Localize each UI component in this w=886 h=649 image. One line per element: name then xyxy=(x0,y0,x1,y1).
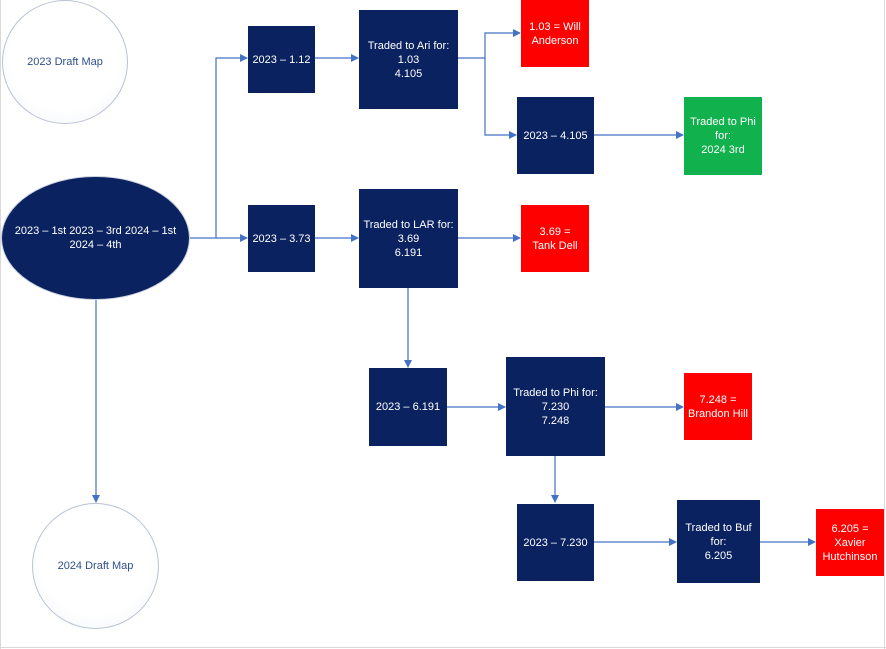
will-anderson-line-2: Anderson xyxy=(531,34,579,47)
trade-phi-picks-line-1: Traded to Phi for: xyxy=(513,386,598,399)
trade-lar-line-3: 6.191 xyxy=(394,246,423,259)
trade-lar-line-2: 3.69 xyxy=(397,232,420,245)
trade-buf-line-3: 6.205 xyxy=(704,549,733,562)
result-box-xavier-hutchinson: 6.205 = Xavier Hutchinson xyxy=(816,509,884,576)
draft-map-2023-label: 2023 Draft Map xyxy=(27,56,103,68)
trade-phi-3rd-line-3: 2024 3rd xyxy=(701,144,745,156)
picks-hub-ellipse: 2023 – 1st 2023 – 3rd 2024 – 1st 2024 – … xyxy=(1,176,190,300)
trade-lar-line-1: Traded to LAR for: xyxy=(363,218,454,231)
pick-label-6-191: 2023 – 6.191 xyxy=(375,401,441,413)
trade-phi-3rd-line-2: for: xyxy=(715,130,731,142)
pick-box-1-12: 2023 – 1.12 xyxy=(248,26,315,93)
trade-phi-3rd-line-1: Traded to Phi xyxy=(690,116,756,128)
hub-line-1: 2023 – 1st xyxy=(14,225,67,237)
hub-line-2: 2023 – 3rd xyxy=(69,225,122,237)
connector-ari-to-4-105 xyxy=(484,58,517,139)
xavier-line-2: Xavier xyxy=(834,536,866,549)
trade-buf-line-1: Traded to Buf xyxy=(685,521,752,534)
trade-box-lar: Traded to LAR for: 3.69 6.191 xyxy=(359,189,458,288)
connector-hub-to-1-12 xyxy=(189,54,248,239)
result-box-tank-dell: 3.69 = Tank Dell xyxy=(521,205,589,272)
trade-ari-line-1: Traded to Ari for: xyxy=(367,39,450,52)
trade-box-phi-2024-3rd: Traded to Phi for: 2024 3rd xyxy=(684,97,762,175)
xavier-line-3: Hutchinson xyxy=(822,550,878,563)
trade-ari-line-3: 4.105 xyxy=(394,67,423,80)
brandon-hill-line-1: 7.248 = xyxy=(699,393,737,406)
trade-box-phi-picks: Traded to Phi for: 7.230 7.248 xyxy=(506,357,605,456)
will-anderson-line-1: 1.03 = Will xyxy=(529,20,581,33)
tank-dell-line-2: Tank Dell xyxy=(532,239,578,252)
connector-ari-to-will-anderson xyxy=(458,29,521,59)
draft-map-2024-label: 2024 Draft Map xyxy=(57,560,134,572)
pick-label-3-73: 2023 – 3.73 xyxy=(252,232,311,245)
tank-dell-line-1: 3.69 = xyxy=(539,225,571,238)
pick-box-3-73: 2023 – 3.73 xyxy=(248,205,315,272)
brandon-hill-line-2: Brandon Hill xyxy=(688,407,748,420)
trade-buf-line-2: for: xyxy=(710,535,727,548)
trade-ari-line-2: 1.03 xyxy=(397,53,420,66)
trade-box-ari: Traded to Ari for: 1.03 4.105 xyxy=(359,10,458,109)
trade-phi-picks-line-3: 7.248 xyxy=(541,414,570,427)
hub-line-3: 2024 – 1st xyxy=(124,225,177,237)
result-box-brandon-hill: 7.248 = Brandon Hill xyxy=(684,373,752,440)
canvas-border-bottom xyxy=(0,647,886,648)
pick-label-1-12: 2023 – 1.12 xyxy=(252,53,311,66)
draft-map-2023-circle[interactable]: 2023 Draft Map xyxy=(2,0,128,124)
canvas-border-right xyxy=(884,0,885,649)
pick-box-6-191: 2023 – 6.191 xyxy=(369,368,447,446)
xavier-line-1: 6.205 = xyxy=(831,522,869,535)
result-box-will-anderson: 1.03 = Will Anderson xyxy=(521,0,589,67)
pick-label-4-105: 2023 – 4.105 xyxy=(523,129,588,142)
draft-map-2024-circle[interactable]: 2024 Draft Map xyxy=(32,503,159,629)
pick-label-7-230: 2023 – 7.230 xyxy=(523,536,588,549)
hub-line-4: 2024 – 4th xyxy=(69,239,122,251)
trade-box-buf: Traded to Buf for: 6.205 xyxy=(677,500,760,583)
pick-box-7-230: 2023 – 7.230 xyxy=(517,504,594,581)
pick-box-4-105: 2023 – 4.105 xyxy=(517,97,594,174)
trade-phi-picks-line-2: 7.230 xyxy=(541,400,570,413)
canvas-border-left xyxy=(0,0,1,649)
